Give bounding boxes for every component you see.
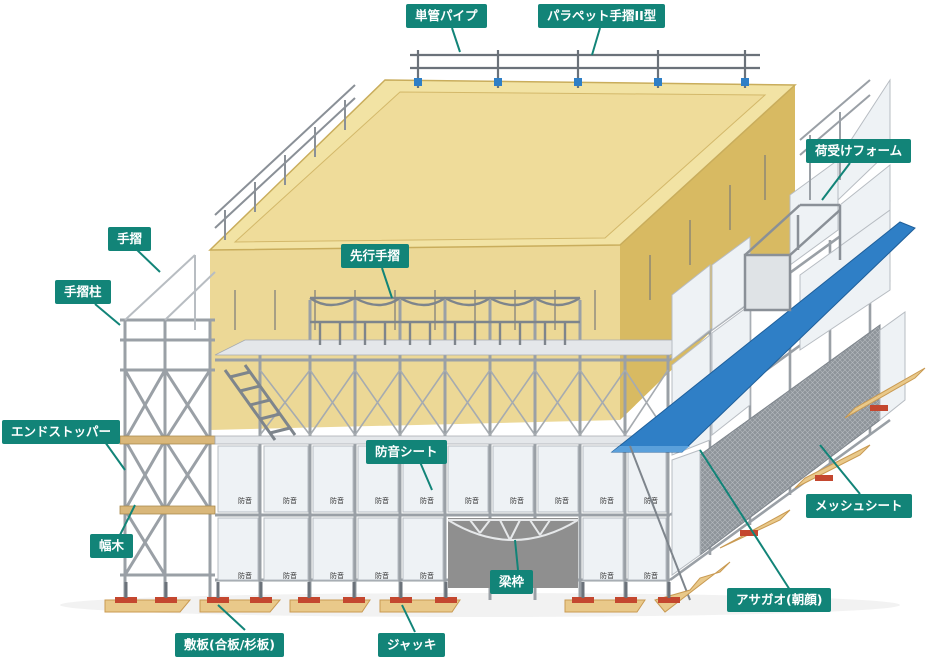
label-single-pipe: 単管パイプ bbox=[406, 4, 487, 28]
label-handrail: 手摺 bbox=[108, 227, 152, 251]
sheet-panel bbox=[627, 517, 667, 581]
parapet-clamps bbox=[414, 78, 749, 86]
sheet-mark: 防音 bbox=[238, 571, 252, 580]
roof-parapet-inner bbox=[233, 91, 767, 243]
advance-handrail bbox=[309, 296, 581, 345]
label-loading-stage: 荷受けフォーム bbox=[806, 139, 912, 163]
sheet-mark: 防音 bbox=[555, 496, 569, 505]
sheet-mark: 防音 bbox=[600, 571, 614, 580]
building bbox=[208, 79, 797, 430]
sheet-mark: 防音 bbox=[600, 496, 614, 505]
sheet-panel bbox=[582, 445, 624, 513]
label-mesh-sheet: メッシュシート bbox=[806, 494, 912, 518]
label-beam-frame: 梁枠 bbox=[490, 570, 534, 594]
sheet-panel bbox=[263, 445, 309, 513]
label-base-plate: 敷板(合板/杉板) bbox=[175, 633, 284, 657]
jacks bbox=[124, 582, 671, 598]
building-front-wall bbox=[210, 245, 620, 430]
sheet-mark: 防音 bbox=[644, 571, 658, 580]
sheet-mark: 防音 bbox=[330, 496, 344, 505]
sheet-panel bbox=[402, 517, 444, 581]
jack-plates bbox=[115, 405, 888, 603]
label-jack: ジャッキ bbox=[378, 633, 446, 657]
sheet-marks: 防音 防音 防音 防音 防音 防音 防音 防音 防音 防音 防音 防音 防音 防… bbox=[238, 496, 658, 580]
label-handrail-post: 手摺柱 bbox=[55, 280, 111, 304]
sheet-panel bbox=[312, 445, 354, 513]
label-asagao: アサガオ(朝顔) bbox=[727, 588, 832, 612]
loading-stage-frame bbox=[743, 203, 842, 312]
label-soundproof-sheet: 防音シート bbox=[366, 440, 447, 464]
left-tower-rear bbox=[124, 254, 216, 330]
sheet-mark: 防音 bbox=[420, 571, 434, 580]
label-advance-handrail: 先行手摺 bbox=[341, 244, 410, 268]
label-parapet-rail: パラペット手摺II型 bbox=[538, 4, 666, 28]
sheet-panel bbox=[537, 445, 579, 513]
soundproof-sheets bbox=[217, 445, 667, 581]
leader-lines bbox=[94, 27, 861, 633]
sheet-panel bbox=[492, 445, 534, 513]
sheet-panel bbox=[217, 517, 259, 581]
sheet-panel bbox=[357, 517, 399, 581]
sheet-mark: 防音 bbox=[420, 496, 434, 505]
rebar-side bbox=[649, 155, 766, 300]
sheet-mark: 防音 bbox=[465, 496, 479, 505]
building-side-wall bbox=[620, 85, 795, 420]
sheet-mark: 防音 bbox=[238, 496, 252, 505]
label-toe-board: 幅木 bbox=[90, 534, 134, 558]
left-tower-planks bbox=[119, 435, 216, 515]
roof-left-handrail bbox=[214, 84, 356, 240]
front-planks bbox=[214, 339, 701, 445]
sheet-mark: 防音 bbox=[283, 496, 297, 505]
sheet-panel bbox=[217, 445, 259, 513]
left-tower bbox=[120, 318, 215, 600]
sheet-mark: 防音 bbox=[330, 571, 344, 580]
sheet-mark: 防音 bbox=[375, 571, 389, 580]
sheet-panel bbox=[447, 445, 489, 513]
sheet-mark: 防音 bbox=[510, 496, 524, 505]
sheet-panel bbox=[582, 517, 624, 581]
label-end-stopper: エンドストッパー bbox=[2, 420, 121, 444]
sheet-mark: 防音 bbox=[375, 496, 389, 505]
sheet-panel bbox=[263, 517, 309, 581]
ladder bbox=[223, 364, 297, 441]
sheet-panel bbox=[312, 517, 354, 581]
asagao bbox=[610, 221, 916, 601]
sheet-mark: 防音 bbox=[283, 571, 297, 580]
